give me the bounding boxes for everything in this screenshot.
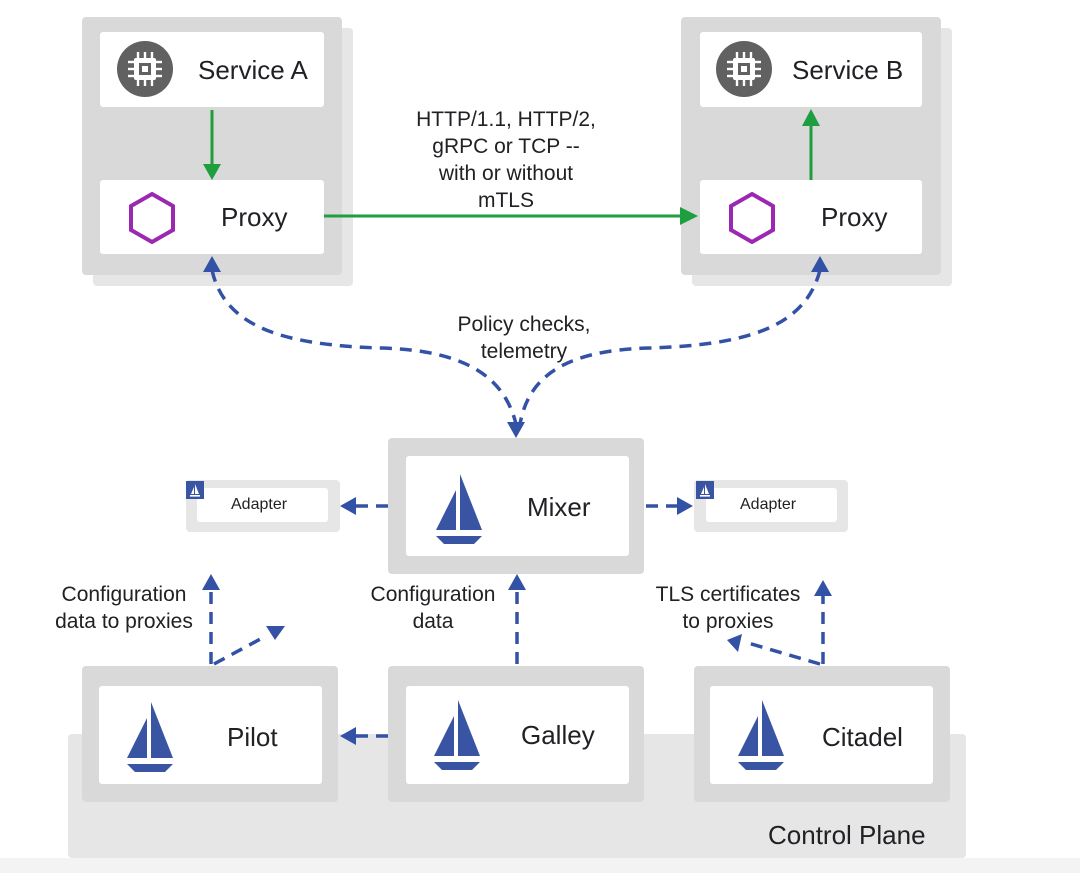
policy-label-line: Policy checks,: [457, 313, 591, 336]
sail-icon: [428, 698, 486, 774]
citadel-tls-label-line: to proxies: [682, 610, 774, 633]
sail-icon: [430, 472, 488, 548]
chip-icon: [117, 41, 173, 97]
galley-config-label: Configuration data: [343, 581, 523, 635]
proxy-a-label: Proxy: [221, 202, 288, 232]
adapter-left-label: Adapter: [231, 496, 288, 513]
pilot-config-label-line: data to proxies: [55, 610, 193, 633]
hexagon-icon: [122, 188, 182, 248]
service-a-label: Service A: [198, 55, 308, 85]
proxy-link-label-line: mTLS: [477, 189, 534, 212]
policy-label-line: telemetry: [480, 340, 568, 363]
bottom-edge: [0, 858, 1080, 873]
chip-icon: [716, 41, 772, 97]
adapter-left-card: [197, 488, 328, 522]
pilot-config-arrow: [202, 574, 285, 666]
galley-config-label-line: Configuration: [370, 583, 496, 606]
pilot-label: Pilot: [227, 722, 278, 752]
sail-icon: [696, 481, 714, 499]
proxy-link-label-line: HTTP/1.1, HTTP/2,: [416, 108, 596, 131]
proxy-b-label: Proxy: [821, 202, 888, 232]
galley-config-label-line: data: [412, 610, 454, 633]
sail-icon: [732, 698, 790, 774]
proxy-link-label-line: gRPC or TCP --: [432, 135, 580, 158]
proxy-link-label: HTTP/1.1, HTTP/2, gRPC or TCP -- with or…: [396, 106, 616, 214]
pilot-config-label-line: Configuration: [61, 583, 187, 606]
proxy-b-card: [700, 180, 922, 254]
adapter-right-label: Adapter: [740, 496, 797, 513]
citadel-label: Citadel: [822, 722, 903, 752]
proxy-link-label-line: with or without: [438, 162, 574, 185]
galley-label: Galley: [521, 720, 595, 750]
mixer-label: Mixer: [527, 492, 591, 522]
service-b-label: Service B: [792, 55, 904, 85]
sail-icon: [186, 481, 204, 499]
citadel-tls-label: TLS certificates to proxies: [632, 581, 824, 635]
adapter-right-card: [706, 488, 837, 522]
pilot-config-label: Configuration data to proxies: [34, 581, 214, 635]
proxy-a-card: [100, 180, 324, 254]
sail-icon: [121, 700, 179, 776]
policy-label: Policy checks, telemetry: [424, 311, 624, 365]
control-plane-label: Control Plane: [768, 820, 926, 850]
mixer-to-right-adapter-arrow: [646, 497, 693, 515]
citadel-tls-label-line: TLS certificates: [655, 583, 801, 606]
hexagon-icon: [722, 188, 782, 248]
mixer-to-left-adapter-arrow: [340, 497, 388, 515]
